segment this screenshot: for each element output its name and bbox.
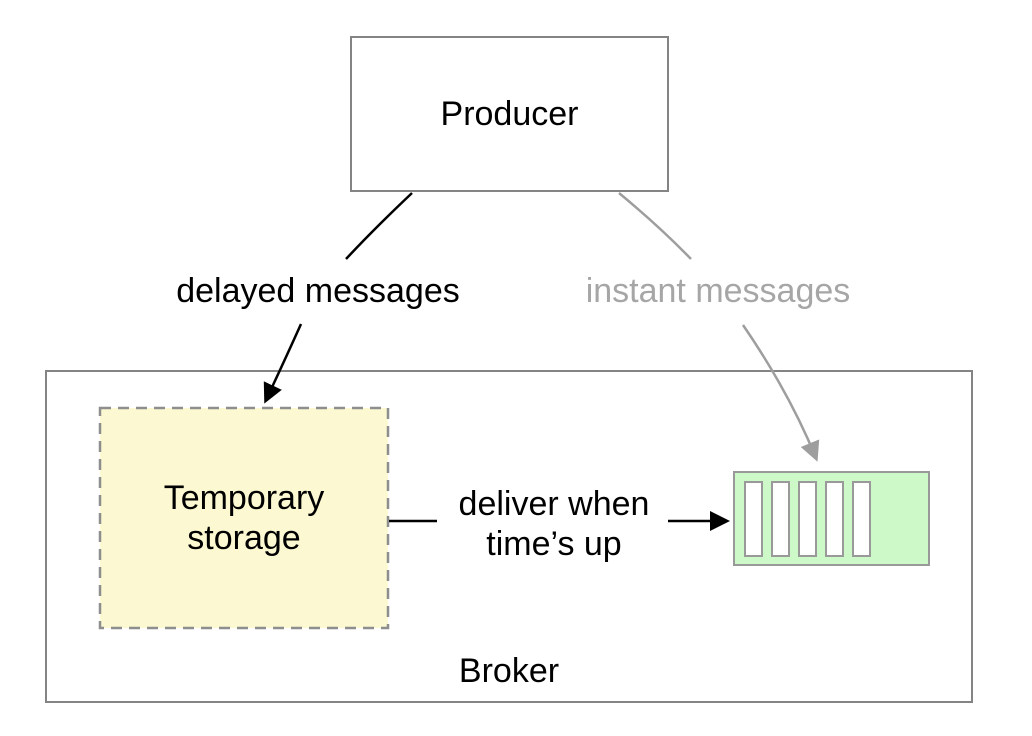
deliver-when-label-line2: time’s up xyxy=(486,525,622,563)
producer-box: Producer xyxy=(350,36,669,192)
broker-label: Broker xyxy=(458,652,560,690)
queue-slot xyxy=(771,480,790,557)
delayed-messages-label: delayed messages xyxy=(176,272,460,310)
producer-label: Producer xyxy=(440,94,579,133)
edge-producer-to-instant-label xyxy=(618,192,692,260)
edge-producer-to-delayed-label xyxy=(345,192,413,260)
deliver-when-label-line1: deliver when xyxy=(458,485,650,523)
temporary-storage-box: Temporary storage xyxy=(100,408,388,628)
temporary-storage-label-line2: storage xyxy=(187,519,301,557)
queue-slot xyxy=(852,480,871,557)
queue-box xyxy=(733,471,930,566)
queue-slot xyxy=(798,480,817,557)
queue-slot xyxy=(825,480,844,557)
deliver-when-label: deliver when time’s up xyxy=(429,484,679,564)
temporary-storage-label-line1: Temporary xyxy=(163,479,325,517)
queue-slot xyxy=(744,480,763,557)
instant-messages-label: instant messages xyxy=(585,272,851,310)
